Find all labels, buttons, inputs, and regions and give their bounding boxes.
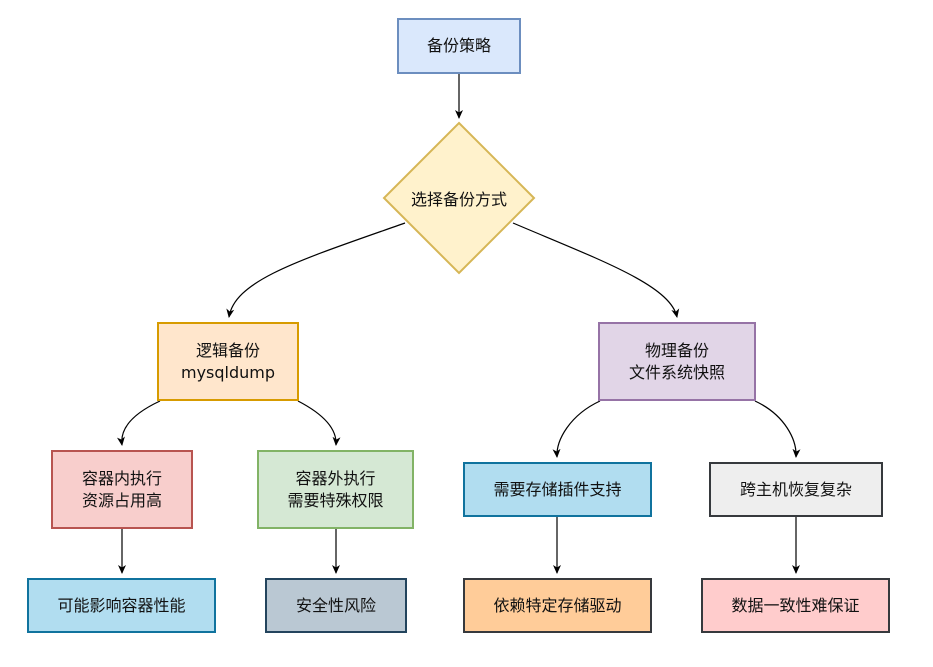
node-physical-backup: 物理备份 文件系统快照 (598, 322, 756, 401)
node-line: 依赖特定存储驱动 (493, 595, 622, 615)
edge-logical-inside (116, 400, 161, 446)
decision-label: 选择备份方式 (384, 186, 534, 210)
node-line: 需要特殊权限 (287, 490, 384, 510)
node-performance-impact: 可能影响容器性能 (27, 578, 216, 633)
node-line: 备份策略 (426, 36, 491, 55)
node-line: 物理备份 (644, 340, 709, 360)
node-outside-container: 容器外执行 需要特殊权限 (257, 450, 414, 529)
edge-physical-plugin (552, 400, 601, 458)
node-backup-strategy: 备份策略 (397, 18, 521, 74)
edge-logical-outside (297, 400, 341, 446)
node-data-consistency: 数据一致性难保证 (701, 578, 890, 633)
decision-diamond (382, 121, 536, 275)
edge-decision-physical (512, 222, 680, 318)
node-line: 选择备份方式 (410, 190, 507, 209)
node-line: 容器外执行 (295, 468, 376, 488)
edge-decision-logical (226, 222, 406, 318)
node-line: 逻辑备份 (195, 340, 260, 360)
node-storage-plugin: 需要存储插件支持 (463, 462, 652, 517)
node-storage-driver: 依赖特定存储驱动 (463, 578, 652, 633)
node-line: 容器内执行 (81, 468, 162, 488)
node-line: 数据一致性难保证 (731, 595, 860, 615)
node-inside-container: 容器内执行 资源占用高 (51, 450, 193, 529)
node-security-risk: 安全性风险 (265, 578, 407, 633)
edge-physical-crosshost (754, 400, 801, 458)
node-line: 可能影响容器性能 (57, 595, 186, 615)
node-line: 文件系统快照 (628, 362, 725, 382)
node-logical-backup: 逻辑备份 mysqldump (157, 322, 299, 401)
node-cross-host-restore: 跨主机恢复复杂 (709, 462, 883, 517)
node-line: mysqldump (180, 362, 276, 382)
node-line: 资源占用高 (81, 490, 162, 510)
node-line: 跨主机恢复复杂 (739, 479, 852, 499)
node-line: 安全性风险 (295, 595, 376, 615)
node-line: 需要存储插件支持 (493, 479, 622, 499)
